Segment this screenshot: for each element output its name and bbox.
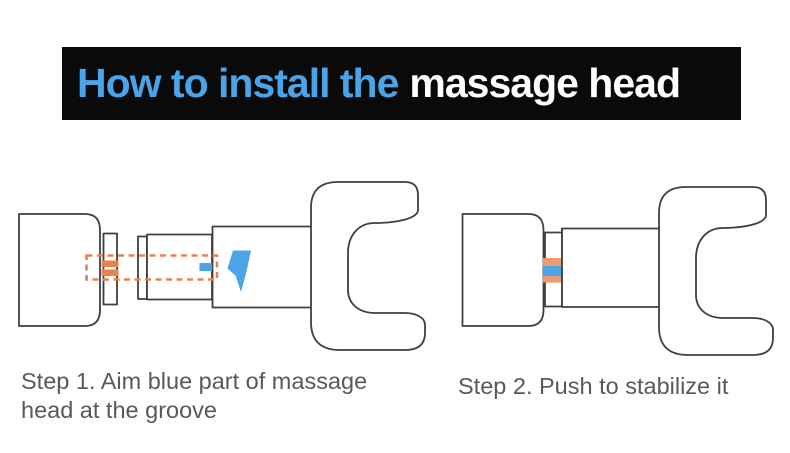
bold-left-arrow-icon: [227, 250, 251, 292]
caption-line: head at the groove: [21, 397, 217, 423]
gun-body-shape: [310, 181, 426, 351]
caption-line: Step 2. Push to stabilize it: [458, 373, 729, 399]
socket-barrel: [211, 225, 313, 309]
shaft-collar: [137, 235, 148, 300]
attachment-ring: [102, 232, 118, 306]
seated-stripe-blue: [543, 266, 564, 276]
step-2-diagram: [461, 186, 774, 356]
title-rest: massage head: [409, 60, 681, 106]
step-1-caption: Step 1. Aim blue part of massage head at…: [21, 367, 367, 425]
title-highlight: How to install the: [77, 60, 399, 106]
socket-barrel: [561, 227, 661, 308]
step-1-diagram: [18, 181, 426, 351]
seated-stripe-orange-top: [543, 258, 564, 266]
title-banner: How to install the massage head: [62, 47, 741, 120]
seated-stripe-orange-bottom: [543, 276, 564, 283]
step-2-caption: Step 2. Push to stabilize it: [458, 372, 728, 401]
groove-stripe-top: [101, 260, 119, 267]
caption-line: Step 1. Aim blue part of massage: [21, 368, 368, 394]
groove-dashed-highlight: [85, 254, 219, 281]
groove-stripe-bottom: [101, 269, 119, 276]
gun-body-shape: [658, 186, 774, 356]
massage-head-shape: [18, 213, 101, 327]
massage-head-shape: [461, 213, 545, 327]
blue-alignment-tab: [199, 263, 212, 271]
